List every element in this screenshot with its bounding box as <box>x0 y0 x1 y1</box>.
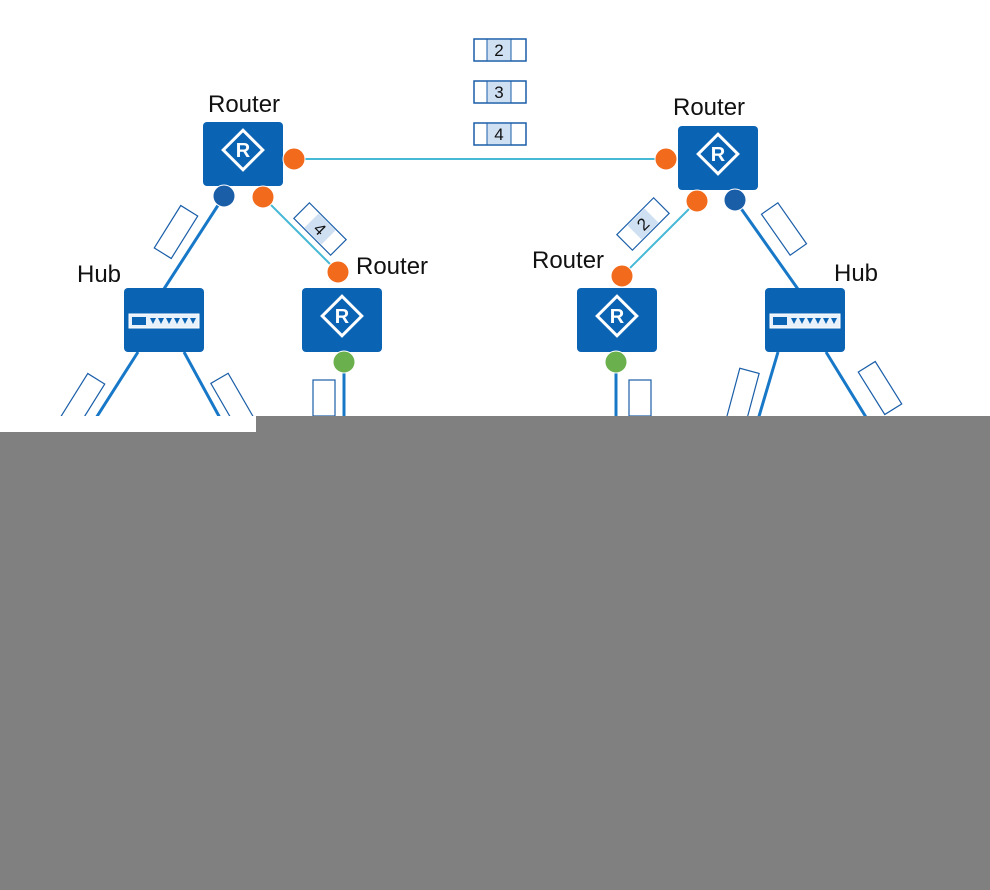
frame-mid-right-router <box>628 379 652 417</box>
port-orange <box>654 147 678 171</box>
port-orange <box>685 189 709 213</box>
hub-icon <box>128 313 200 329</box>
frame-left-router-hub <box>153 204 199 260</box>
router-icon <box>221 128 265 172</box>
frame-mid-left-router <box>312 379 336 417</box>
port-green <box>604 350 628 374</box>
port-orange <box>610 264 634 288</box>
packet-2: 2 <box>473 38 527 62</box>
frame-right-router-hub <box>760 201 808 257</box>
frame-right-hub-left <box>726 367 760 423</box>
router-icon <box>320 294 364 338</box>
packet-on-right-link: 2 <box>615 196 671 252</box>
packet-number: 4 <box>494 125 503 144</box>
gray-overlay <box>0 416 990 890</box>
router-label: Router <box>532 247 604 274</box>
router-top-left: R Router <box>203 91 306 209</box>
router-label: Router <box>673 94 745 121</box>
router-label: Router <box>356 253 428 280</box>
packet-number: 3 <box>494 83 503 102</box>
router-glyph: R <box>236 140 251 162</box>
link-left-router-to-hub <box>160 195 226 293</box>
router-glyph: R <box>335 306 350 328</box>
link-right-router-to-mid-router <box>621 200 698 277</box>
hub-icon <box>769 313 841 329</box>
hub-label: Hub <box>77 261 121 288</box>
packet-4: 4 <box>473 122 527 146</box>
link-right-router-to-hub <box>733 199 802 293</box>
link-left-router-to-mid-router <box>262 196 339 273</box>
frame-right-hub-right <box>857 360 903 416</box>
packet-number: 2 <box>494 41 503 60</box>
router-glyph: R <box>711 144 726 166</box>
hub-label: Hub <box>834 260 878 287</box>
hub-right: Hub <box>765 260 878 352</box>
packet-3: 3 <box>473 80 527 104</box>
port-blue <box>212 184 236 208</box>
packet-stack: 2 3 4 <box>473 38 527 146</box>
router-glyph: R <box>610 306 625 328</box>
port-green <box>332 350 356 374</box>
router-icon <box>595 294 639 338</box>
hub-left: Hub <box>77 261 204 352</box>
port-blue <box>723 188 747 212</box>
packet-on-left-link: 4 <box>292 201 348 257</box>
port-orange <box>282 147 306 171</box>
router-icon <box>696 132 740 176</box>
port-orange <box>251 185 275 209</box>
router-top-right: R Router <box>654 94 758 213</box>
router-mid-right: R Router <box>532 247 657 374</box>
router-label: Router <box>208 91 280 118</box>
port-orange <box>326 260 350 284</box>
router-mid-left: R Router <box>302 253 428 374</box>
empty-frames <box>60 201 903 428</box>
